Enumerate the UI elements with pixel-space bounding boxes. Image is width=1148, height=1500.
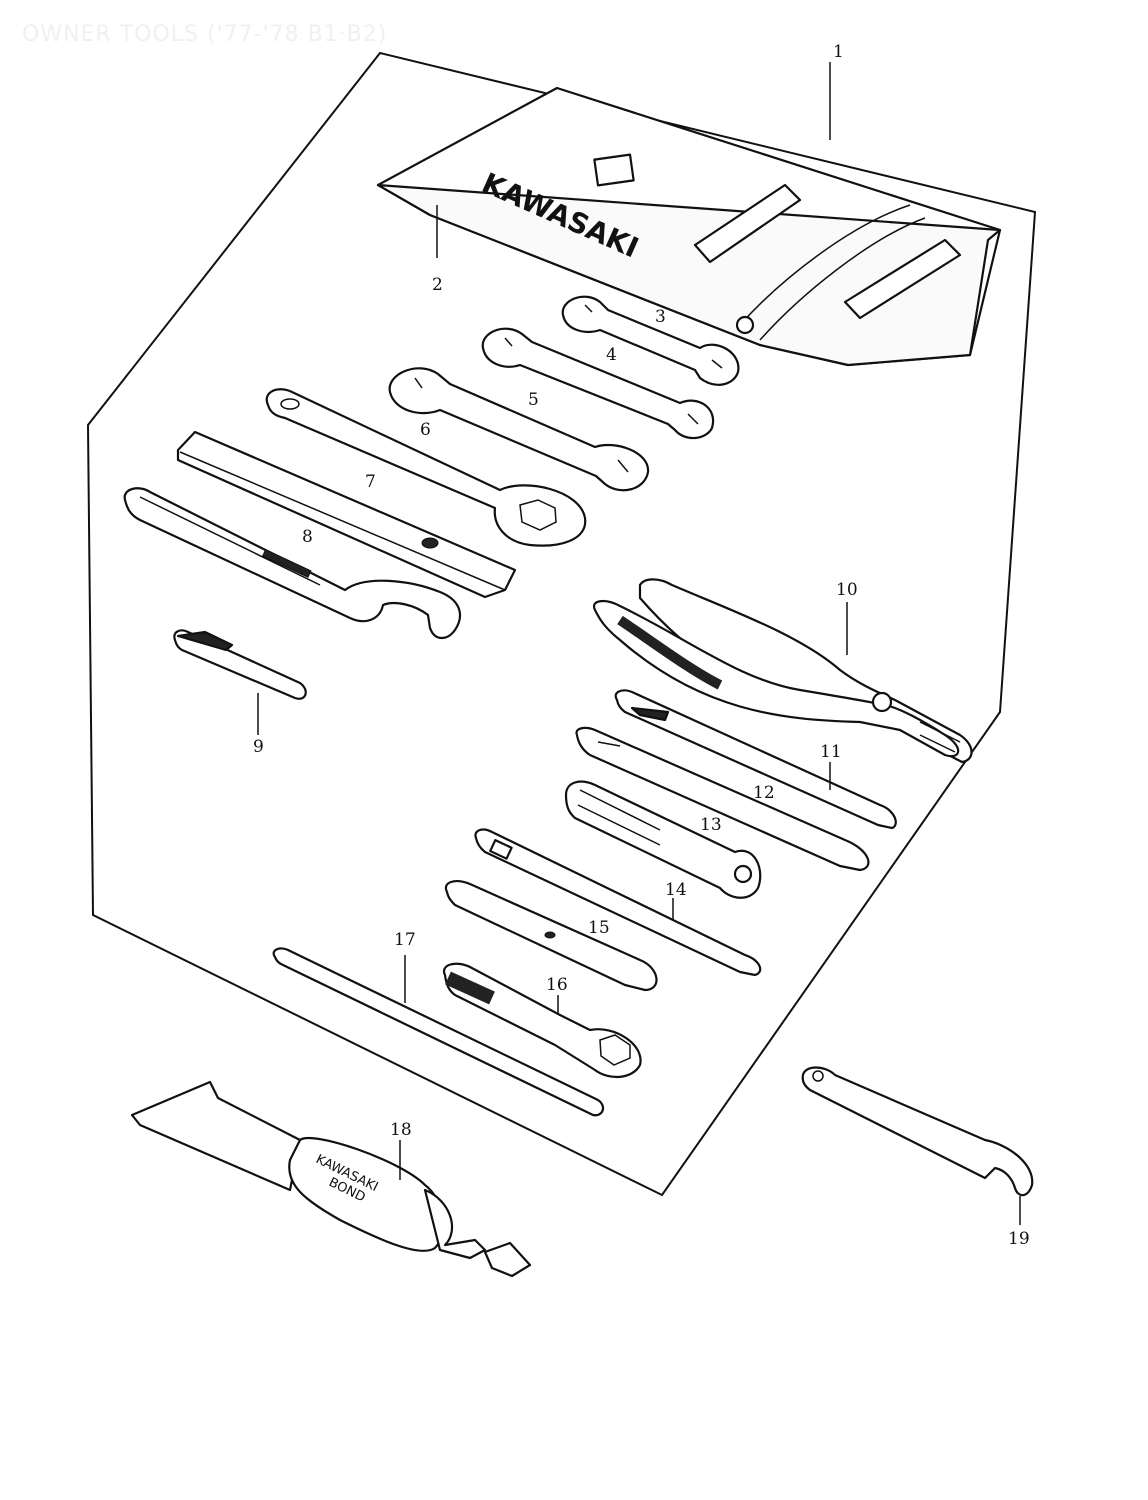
callout-7: 7 bbox=[365, 472, 376, 492]
tool-pouch: KAWASAKI bbox=[376, 86, 1002, 367]
callout-15: 15 bbox=[588, 918, 610, 938]
tommy-bar-17 bbox=[272, 947, 605, 1117]
flat-bar-tool-7 bbox=[176, 430, 517, 599]
callout-18: 18 bbox=[390, 1120, 412, 1140]
callout-8: 8 bbox=[302, 527, 313, 547]
callout-2: 2 bbox=[432, 275, 443, 295]
hook-spanner-8 bbox=[123, 487, 462, 640]
callout-12: 12 bbox=[753, 783, 775, 803]
screwdriver-11 bbox=[614, 689, 897, 830]
pliers-10 bbox=[592, 578, 973, 764]
open-end-wrench-4 bbox=[481, 327, 715, 440]
bond-tube-18: KAWASAKI BOND bbox=[130, 1080, 532, 1278]
callout-19: 19 bbox=[1008, 1229, 1030, 1249]
ring-wrench-6 bbox=[265, 388, 587, 547]
extension-bar-14 bbox=[474, 828, 762, 977]
hex-key-9 bbox=[173, 629, 307, 700]
callout-11: 11 bbox=[820, 742, 842, 762]
callout-16: 16 bbox=[546, 975, 568, 995]
callout-labels: 1 2 3 4 5 6 7 8 9 10 11 12 13 14 15 16 1… bbox=[253, 42, 1030, 1249]
callout-4: 4 bbox=[606, 345, 617, 365]
spark-plug-wrench-16 bbox=[442, 962, 642, 1078]
callout-1: 1 bbox=[833, 42, 844, 62]
open-end-wrench-5 bbox=[388, 367, 650, 492]
screwdriver-handle-13 bbox=[564, 780, 762, 899]
callout-9: 9 bbox=[253, 737, 264, 757]
callout-14: 14 bbox=[665, 880, 687, 900]
flat-tool-15 bbox=[444, 880, 658, 992]
open-end-wrench-3 bbox=[561, 295, 740, 386]
callout-17: 17 bbox=[394, 930, 416, 950]
diagram-boundary bbox=[86, 51, 1037, 1197]
page-title: OWNER TOOLS ('77-'78 B1·B2) bbox=[22, 22, 388, 47]
callout-6: 6 bbox=[420, 420, 431, 440]
screwdriver-12 bbox=[575, 726, 870, 872]
callout-5: 5 bbox=[528, 390, 539, 410]
callout-10: 10 bbox=[836, 580, 858, 600]
hook-spanner-19 bbox=[801, 1066, 1034, 1197]
callout-13: 13 bbox=[700, 815, 722, 835]
callout-3: 3 bbox=[655, 307, 666, 327]
